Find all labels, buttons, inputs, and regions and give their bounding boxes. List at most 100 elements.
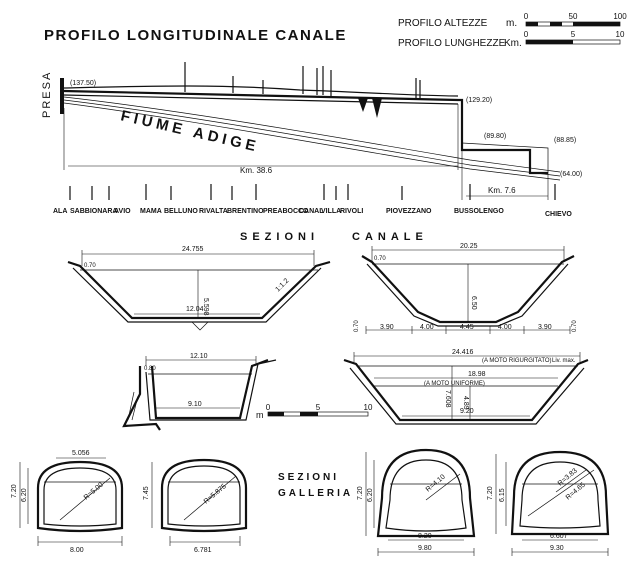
g3-base-out: 9.80 [418,545,432,552]
canale-heading: CANALE [352,231,428,243]
g3-base-in: 8.20 [418,533,432,540]
sec1-slope: 1:1.2 [274,277,290,293]
canal-section-4 [343,352,589,425]
town-canal: CANAL [299,208,324,215]
sec4-note-b: (A MOTO UNIFORME) [424,381,485,387]
town-piovezzano: PIOVEZZANO [386,208,432,215]
sec4-bottom: 9.20 [460,408,474,415]
altezze-tick-50: 50 [569,12,578,21]
sec1-freeboard: 0.70 [84,263,96,269]
elevation-89-80: (89.80) [484,133,506,140]
altezze-label: PROFILO ALTEZZE [398,18,488,29]
sezioni-heading: SEZIONI [240,231,319,243]
sec4-top-width: 24.416 [452,349,474,356]
sec1-bottom: 12.04 [186,306,204,313]
sec4-note-a: (A MOTO RIGURGITATO) [482,358,552,364]
g4-height-out: 7.20 [487,486,494,500]
canal-section-1 [67,250,331,331]
elevation-137-50: (137.50) [70,80,96,87]
gallery-section-2 [151,458,248,546]
lunghezze-scale-bar [525,39,621,45]
altezze-tick-0: 0 [524,12,529,21]
sec2-b1: 3.90 [380,324,394,331]
town-sabbionara: SABBIONARA [70,208,117,215]
sec2-depth: 6.50 [470,296,477,310]
sec1-depth: 5.598 [202,298,209,316]
town-bussolengo: BUSSOLENGO [454,208,504,215]
sec4-note-a2: Liv. max. [552,358,576,364]
presa-label: PRESA [41,71,53,118]
sec2-b5: 3.90 [538,324,552,331]
sec2-freeboard: 0.70 [374,256,386,262]
sec4-depth-2: 4.89 [462,396,469,410]
lunghezze-label: PROFILO LUNGHEZZE [398,38,506,49]
g3-radius: R=4.10 [425,473,447,493]
sec2-b2: 4.00 [420,324,434,331]
sec2-b4: 4.00 [498,324,512,331]
lunghezze-tick-5: 5 [571,30,576,39]
sec2-side-right: 0.70 [572,320,578,332]
sec3-top-width: 12.10 [190,353,208,360]
sec2-side-left: 0.70 [354,320,360,332]
lunghezze-tick-0: 0 [524,30,529,39]
gallery-section-4 [495,450,610,556]
sec1-top-width: 24.755 [182,246,204,253]
river-label: FIUME ADIGE [119,107,261,155]
altezze-scale-bar [525,21,621,27]
scale-tick-0: 0 [266,403,271,412]
scale-tick-5: 5 [316,403,321,412]
g4-radius-2: R=4.65 [565,481,587,501]
gallery-section-3 [365,448,476,556]
sec3-bottom: 9.10 [188,401,202,408]
g4-base-in: 6.607 [550,533,568,540]
sec4-mid-width: 18.98 [468,371,486,378]
town-villa: VILLA [321,208,341,215]
altezze-tick-100: 100 [613,12,627,21]
galleria-heading-2: GALLERIA [278,488,353,499]
g2-radius: R=5.875 [203,483,228,506]
g2-base: 6.781 [194,547,212,554]
sec3-freeboard: 0.80 [144,366,156,372]
town-markers [69,184,556,200]
presa-wall [60,78,64,114]
g3-height-in: 6.20 [367,488,374,502]
g4-base-out: 9.30 [550,545,564,552]
g2-height-out: 7.45 [143,486,150,500]
metre-scale-bar [267,411,369,417]
sec4-depth-1: 7.608 [444,390,451,408]
elevation-64-00: (64.00) [560,171,582,178]
town-preabocco: PREABOCCO [263,208,309,215]
canal-section-2 [361,246,575,334]
gallery-section-1 [19,457,124,546]
g1-top-width: 5.056 [72,450,90,457]
g1-height-out: 7.20 [11,484,18,498]
longitudinal-profile [60,62,561,200]
elevation-129-20: (129.20) [466,97,492,104]
main-title: PROFILO LONGITUDINALE CANALE [44,27,347,44]
g1-height-in: 6.20 [21,488,28,502]
galleria-heading-1: SEZIONI [278,472,339,483]
sec2-top-width: 20.25 [460,243,478,250]
town-brentino: BRENTINO [227,208,264,215]
lunghezze-unit: Km. [504,38,522,49]
town-chievo: CHIEVO [545,211,572,218]
town-ala: ALA [53,208,67,215]
town-avio: AVIO [114,208,131,215]
elevation-88-85: (88.85) [554,137,576,144]
town-belluno: BELLUNO [164,208,198,215]
g4-height-in: 6.15 [499,488,506,502]
town-rivoli: RIVOLI [340,208,363,215]
canal-section-3 [122,356,277,431]
sec2-b3: 4.45 [460,324,474,331]
g3-height-out: 7.20 [357,486,364,500]
scale-tick-10: 10 [364,403,373,412]
g1-radius: R=5.00 [83,481,105,501]
town-rivalta: RIVALTA [199,208,228,215]
distance-tail: Km. 7.6 [488,186,516,195]
altezze-unit: m. [506,18,517,29]
lunghezze-tick-10: 10 [616,30,625,39]
town-mama: MAMA [140,208,162,215]
scale-prefix: m [256,410,264,420]
